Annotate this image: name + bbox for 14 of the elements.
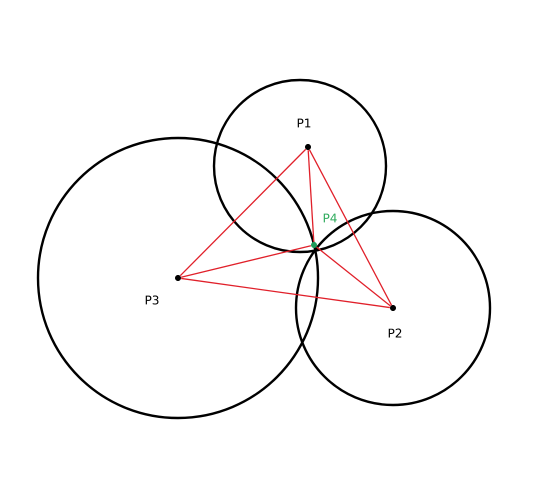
point: [311, 242, 317, 248]
point-label: P1: [298, 118, 310, 128]
point-label: P4: [324, 214, 337, 222]
point-label: P3: [146, 295, 158, 305]
line: [308, 150, 392, 306]
line: [180, 245, 312, 278]
line: [180, 148, 306, 276]
point: [390, 305, 396, 311]
line: [308, 150, 314, 242]
point: [305, 144, 311, 150]
point: [175, 275, 181, 281]
point-label: P2: [388, 328, 402, 338]
line: [181, 278, 390, 308]
line: [316, 246, 391, 306]
